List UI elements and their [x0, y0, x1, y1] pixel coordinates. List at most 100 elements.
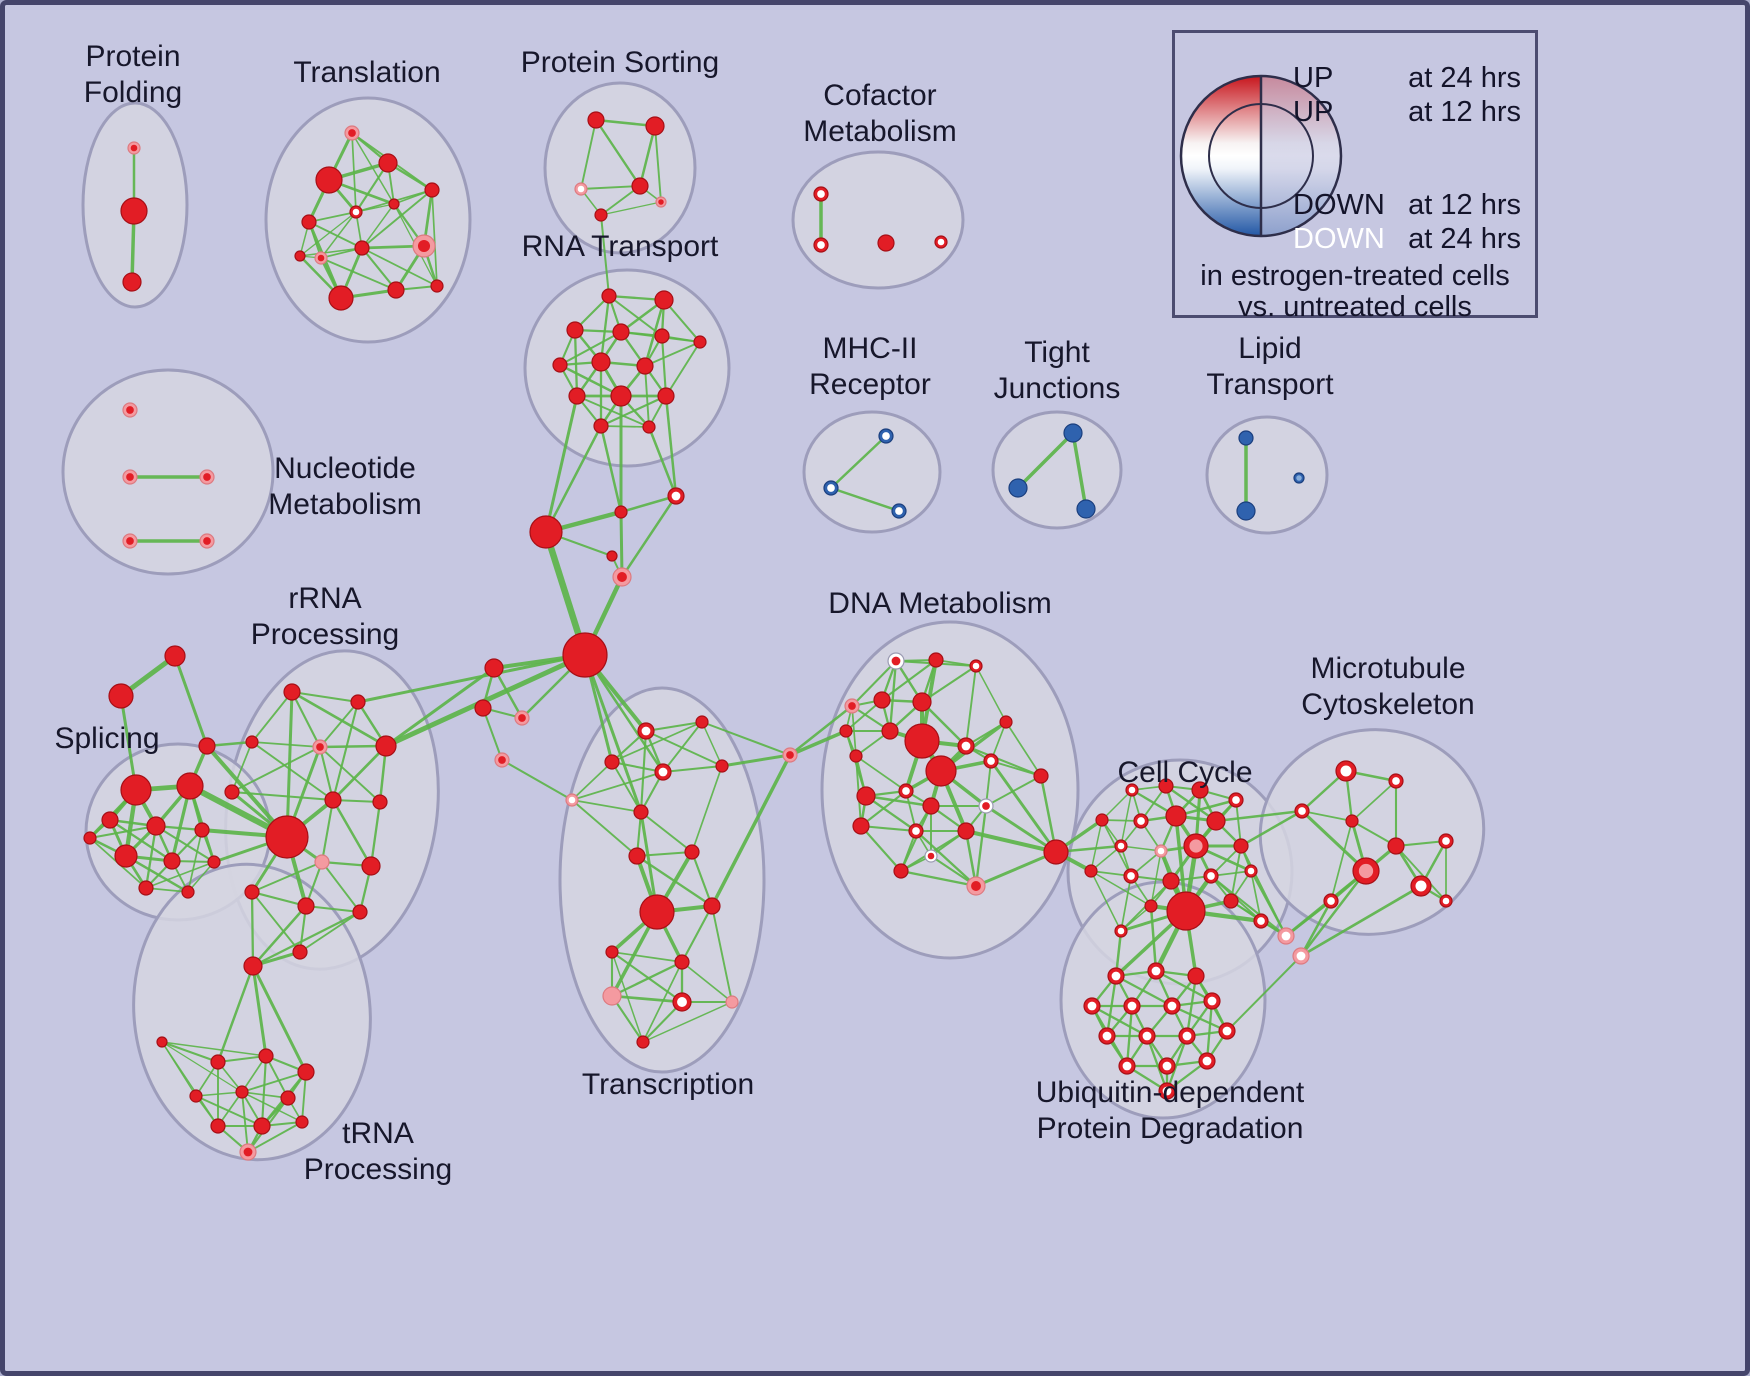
gene-node-rt0 [601, 288, 617, 304]
edge-ub6-ub13 [1205, 999, 1214, 1063]
gene-node-pf0 [127, 141, 141, 155]
edge-rt4-rt11 [660, 334, 668, 398]
edge-ot0-ot2 [173, 654, 209, 748]
edge-mt2-mt3 [1301, 810, 1353, 822]
gene-node-mt9 [1439, 894, 1453, 908]
edge-ub1-ub6 [1154, 969, 1214, 1003]
edge-tc4-bb10 [720, 753, 792, 768]
gene-node-mt6 [1352, 857, 1380, 885]
gene-node-cc13 [1123, 868, 1139, 884]
gene-node-tc8 [684, 844, 700, 860]
gene-node-mt5 [1438, 833, 1454, 849]
edge-rr4-rr7 [331, 744, 388, 802]
gene-node-tj2 [1076, 499, 1096, 519]
gene-node-ub7 [1098, 1027, 1116, 1045]
edge-mt10-mt6 [1299, 869, 1368, 958]
edge-mt10-mt7 [1299, 884, 1423, 958]
gene-node-rr5 [224, 784, 240, 800]
gene-node-cc4 [1095, 813, 1109, 827]
edge-bb2-rt12 [544, 424, 603, 534]
gene-node-cc9 [1154, 844, 1168, 858]
legend-half-strong [1181, 76, 1261, 236]
gene-node-sp8 [138, 880, 154, 896]
gene-node-mt4 [1387, 837, 1405, 855]
gene-node-mh0 [878, 428, 894, 444]
gene-node-tr11 [387, 281, 405, 299]
gene-node-tn4 [189, 1089, 203, 1103]
edge-ps0-ps2 [580, 119, 597, 190]
gene-node-sp9 [181, 885, 195, 899]
edge-tc5-tc7 [571, 799, 638, 857]
cluster-rna-transport [523, 268, 731, 468]
gene-node-cc7 [1206, 811, 1226, 831]
gene-node-rt12 [593, 418, 609, 434]
gene-node-dm22 [893, 863, 909, 879]
gene-node-bb1 [614, 505, 628, 519]
gene-node-mt1 [1388, 773, 1404, 789]
edge-cc8-cc9 [1120, 845, 1162, 852]
edge-rr15-tn3 [251, 964, 308, 1074]
gene-node-lt0 [1238, 430, 1254, 446]
edge-tn9-tn10 [247, 1121, 303, 1153]
edge-rr13-rr14 [299, 911, 361, 953]
gene-node-dm16 [922, 797, 940, 815]
edge-bb10-dm3 [788, 704, 854, 757]
edge-rr11-rr9 [251, 861, 323, 893]
edge-tc8-tc10 [690, 850, 714, 908]
gene-node-dm14 [898, 783, 914, 799]
edge-tc0-tc6 [639, 729, 648, 814]
edge-cc22-cc15 [1209, 874, 1288, 938]
gene-node-ps2 [574, 182, 588, 196]
gene-node-tr1 [315, 166, 343, 194]
gene-node-pf2 [122, 272, 142, 292]
gene-node-tc13 [602, 986, 622, 1006]
edge-sp7-sp3 [154, 824, 216, 864]
gene-node-lt2 [1293, 472, 1305, 484]
cluster-lipid-transport [1205, 415, 1329, 535]
gene-node-sp5 [114, 844, 138, 868]
gene-node-rt9 [568, 387, 586, 405]
gene-node-rr4 [375, 735, 397, 757]
gene-node-rr15 [243, 956, 263, 976]
label-protein-sorting: Protein Sorting [521, 46, 719, 79]
cluster-tight-junctions [991, 410, 1123, 530]
gene-node-mt2 [1294, 803, 1310, 819]
edge-dm2-dm5 [920, 664, 978, 704]
gene-node-bb2 [529, 515, 563, 549]
edge-cc20-cc13 [1120, 875, 1132, 932]
edge-dm10-dm11 [1005, 721, 1042, 777]
gene-node-ot2 [198, 737, 216, 755]
edge-tr3-tr8 [361, 189, 433, 249]
gene-node-dm19 [908, 823, 924, 839]
edge-tc5-tc6 [571, 799, 642, 813]
edge-tn0-tn2 [161, 1041, 267, 1057]
gene-node-dm5 [912, 692, 932, 712]
gene-node-mh1 [823, 480, 839, 496]
legend-half-faded [1261, 76, 1341, 236]
gene-node-cc22 [1277, 927, 1295, 945]
edge-dm0-dm7 [888, 659, 898, 733]
edge-ub10-ub5 [1170, 1004, 1229, 1033]
edge-tc10-tc7 [635, 854, 714, 908]
gene-node-rr6 [265, 815, 309, 859]
nodes [83, 111, 1454, 1161]
gene-node-tc4 [715, 759, 729, 773]
gene-node-bb10 [782, 747, 798, 763]
gene-node-rt8 [636, 357, 654, 375]
gene-node-nm0 [122, 402, 138, 418]
gene-node-bb5 [562, 632, 608, 678]
edge-dm24-dm14 [855, 755, 907, 792]
gene-node-tr12 [430, 279, 444, 293]
edge-rr9-rr13 [321, 861, 361, 913]
edge-dm18-dm14 [859, 789, 908, 828]
gene-node-dm20 [957, 822, 975, 840]
edge-dm25-dm15 [989, 759, 1058, 854]
edge-tr11-tr7 [320, 257, 397, 291]
gene-node-nm3 [122, 533, 138, 549]
legend-down12-time: at 12 hrs [1408, 189, 1521, 221]
gene-node-rt3 [612, 323, 630, 341]
